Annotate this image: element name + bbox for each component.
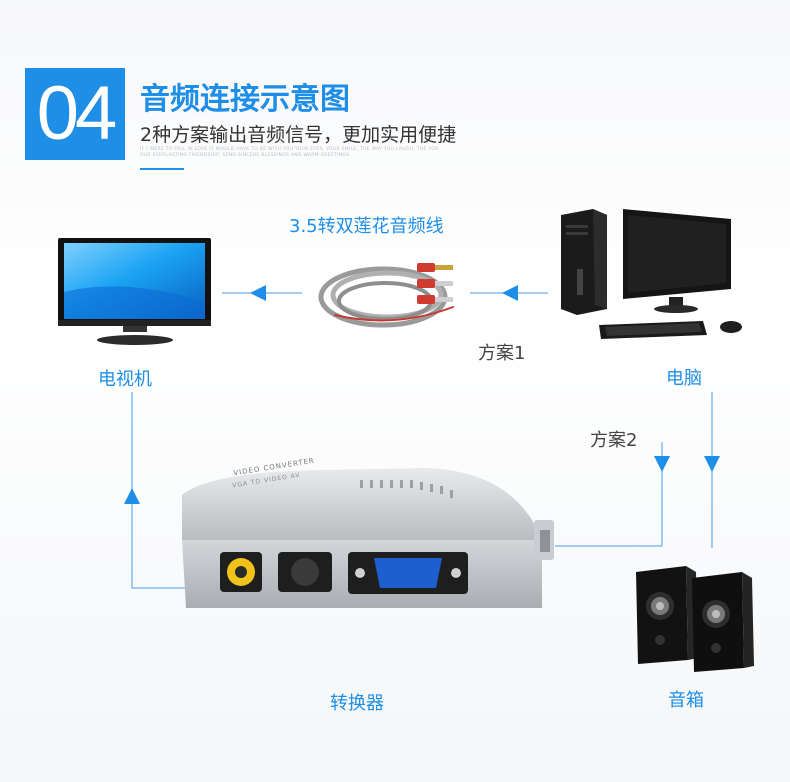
arrow-up-icon [124, 488, 140, 504]
pc-illustration [561, 209, 742, 339]
page-title: 音频连接示意图 [140, 82, 350, 117]
section-number-badge: 04 [25, 68, 125, 160]
decorative-tagline: IF I WERE TO FALL IN LOVE IT WOULD HAVE … [140, 147, 439, 158]
converter-illustration [182, 468, 554, 608]
arrow-down-icon [704, 456, 720, 472]
plan2-line [555, 442, 663, 547]
title-underline [140, 168, 184, 170]
plan2-label: 方案2 [590, 430, 638, 451]
tv-illustration [58, 238, 211, 345]
page-subtitle: 2种方案输出音频信号，更加实用便捷 [140, 124, 457, 146]
arrow-left-icon [250, 285, 266, 301]
converter-label: 转换器 [330, 693, 384, 714]
arrow-down-icon [654, 456, 670, 472]
plan1-label: 方案1 [478, 343, 526, 364]
speakers-label: 音箱 [668, 690, 704, 711]
arrow-left-icon [502, 285, 518, 301]
audio-cable-illustration [318, 263, 454, 328]
speakers-illustration [636, 566, 754, 672]
cable-label: 3.5转双莲花音频线 [289, 216, 444, 237]
tv-label: 电视机 [98, 369, 152, 390]
pc-label: 电脑 [666, 368, 702, 389]
